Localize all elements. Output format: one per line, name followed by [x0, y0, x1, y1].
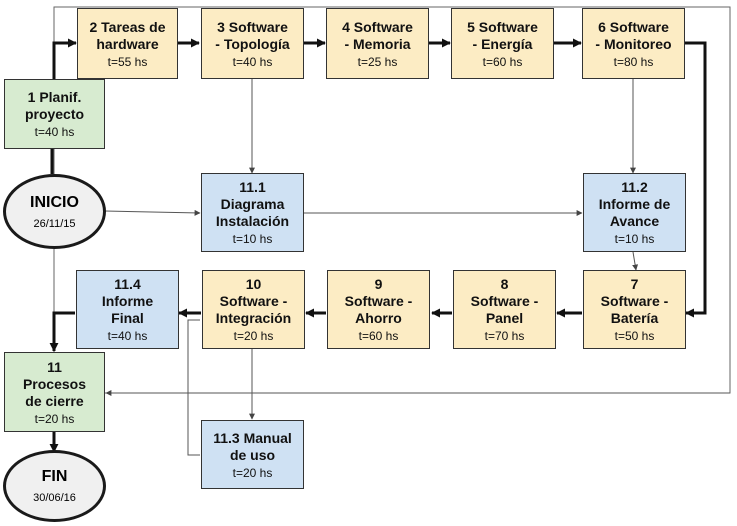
edge-t113-t10 [187, 319, 200, 456]
task-duration: t=25 hs [357, 54, 398, 69]
task-11-4-informe-final: 11.4 Informe Final t=40 hs [76, 270, 179, 349]
start-date: 26/11/15 [33, 217, 76, 230]
task-duration: t=70 hs [484, 329, 525, 343]
edge-t112-t7 [632, 251, 639, 271]
task-7-bateria: 7 Software - Batería t=50 hs [583, 270, 686, 349]
task-4-memoria: 4 Software - Memoria t=25 hs [326, 8, 429, 79]
task-title: 11.2 Informe de Avance [598, 179, 671, 229]
task-title: 11.1 Diagrama Instalación [215, 179, 290, 229]
task-3-topologia: 3 Software - Topología t=40 hs [201, 8, 304, 79]
task-duration: t=20 hs [233, 329, 274, 343]
task-title: 10 Software - Integración [215, 276, 292, 326]
task-duration: t=60 hs [482, 54, 523, 69]
end-date: 30/06/16 [33, 492, 76, 504]
task-5-energia: 5 Software - Energía t=60 hs [451, 8, 554, 79]
task-duration: t=40 hs [232, 54, 273, 69]
task-11-3-manual: 11.3 Manual de uso t=20 hs [201, 420, 304, 489]
task-1-planificacion: 1 Planif. proyecto t=40 hs [4, 79, 105, 149]
task-11-procesos-cierre: 11 Procesos de cierre t=20 hs [4, 352, 105, 432]
task-title: 5 Software - Energía [467, 18, 538, 52]
task-duration: t=40 hs [107, 329, 148, 343]
task-title: 11.4 Informe Final [101, 276, 154, 326]
task-11-1-diagrama: 11.1 Diagrama Instalación t=10 hs [201, 173, 304, 252]
task-title: 4 Software - Memoria [342, 18, 413, 52]
task-title: 3 Software - Topología [215, 18, 290, 52]
task-2-hardware: 2 Tareas de hardware t=55 hs [77, 8, 178, 79]
task-title: 2 Tareas de hardware [89, 18, 166, 52]
edge-t114-t11 [49, 311, 75, 352]
task-duration: t=20 hs [34, 411, 75, 426]
start-node: INICIO 26/11/15 [3, 174, 106, 249]
task-duration: t=50 hs [614, 329, 655, 343]
task-title: 7 Software - Batería [600, 276, 669, 326]
task-title: 11.3 Manual de uso [213, 429, 292, 463]
edge-t1-t2 [52, 38, 77, 79]
start-label: INICIO [30, 193, 79, 211]
task-duration: t=20 hs [232, 465, 273, 480]
end-label: FIN [41, 468, 68, 485]
task-title: 6 Software - Monitoreo [595, 18, 672, 52]
task-duration: t=10 hs [232, 232, 273, 246]
task-duration: t=60 hs [358, 329, 399, 343]
task-duration: t=55 hs [107, 54, 148, 69]
task-6-monitoreo: 6 Software - Monitoreo t=80 hs [582, 8, 685, 79]
task-duration: t=80 hs [613, 54, 654, 69]
task-title: 1 Planif. proyecto [24, 89, 85, 122]
task-11-2-informe-avance: 11.2 Informe de Avance t=10 hs [583, 173, 686, 252]
task-title: 9 Software - Ahorro [344, 276, 413, 326]
task-9-ahorro: 9 Software - Ahorro t=60 hs [327, 270, 430, 349]
task-8-panel: 8 Software - Panel t=70 hs [453, 270, 556, 349]
task-10-integracion: 10 Software - Integración t=20 hs [202, 270, 305, 349]
edge-t6-t7 [684, 41, 707, 318]
edge-start-t111 [104, 209, 201, 216]
task-duration: t=10 hs [614, 232, 655, 246]
task-title: 8 Software - Panel [470, 276, 539, 326]
task-title: 11 Procesos de cierre [22, 358, 87, 409]
task-duration: t=40 hs [34, 125, 75, 139]
end-node: FIN 30/06/16 [3, 450, 106, 522]
